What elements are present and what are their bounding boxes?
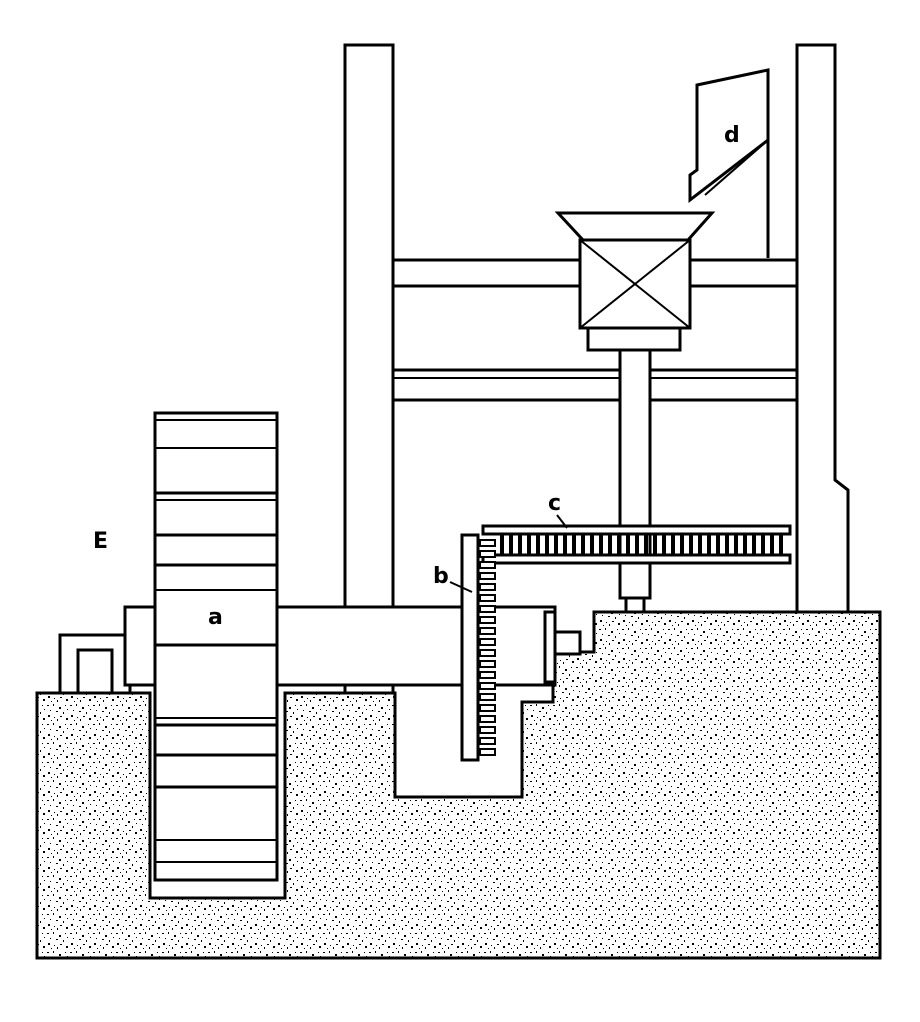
gear-tooth bbox=[479, 561, 496, 569]
label-b: b bbox=[433, 564, 449, 589]
gear-tooth bbox=[479, 649, 496, 657]
gear-tooth bbox=[608, 534, 612, 555]
gear-tooth bbox=[626, 534, 630, 555]
masonry-foundation bbox=[35, 610, 882, 960]
hopper bbox=[554, 211, 716, 352]
water-wheel-a bbox=[153, 411, 279, 882]
gear-tooth bbox=[581, 534, 585, 555]
horizontal-shaft bbox=[58, 605, 582, 695]
gear-tooth bbox=[698, 534, 702, 555]
right-post bbox=[795, 43, 850, 614]
gear-tooth bbox=[479, 583, 496, 591]
gear-tooth bbox=[770, 534, 774, 555]
gear-tooth bbox=[599, 534, 603, 555]
label-a: a bbox=[208, 605, 223, 630]
gear-tooth bbox=[554, 534, 558, 555]
left-post bbox=[343, 43, 395, 697]
gear-tooth bbox=[662, 534, 666, 555]
gear-tooth bbox=[545, 534, 549, 555]
gear-tooth bbox=[479, 638, 496, 646]
gear-tooth bbox=[500, 534, 504, 555]
crown-gear-c bbox=[481, 524, 792, 565]
gear-tooth bbox=[761, 534, 765, 555]
gear-tooth bbox=[509, 534, 513, 555]
gear-tooth bbox=[479, 748, 496, 756]
lower-crossbeam bbox=[391, 368, 799, 402]
gear-tooth bbox=[479, 539, 496, 547]
gear-tooth bbox=[590, 534, 594, 555]
gear-tooth bbox=[479, 682, 496, 690]
gear-tooth bbox=[479, 616, 496, 624]
gear-tooth bbox=[527, 534, 531, 555]
gear-tooth bbox=[743, 534, 747, 555]
gear-tooth bbox=[479, 594, 496, 602]
gear-tooth bbox=[563, 534, 567, 555]
gear-tooth bbox=[479, 737, 496, 745]
gear-tooth bbox=[734, 534, 738, 555]
gear-tooth bbox=[617, 534, 621, 555]
gear-tooth bbox=[536, 534, 540, 555]
gear-tooth bbox=[680, 534, 684, 555]
gear-tooth bbox=[779, 534, 783, 555]
label-c: c bbox=[548, 491, 561, 516]
gear-tooth bbox=[572, 534, 576, 555]
gear-tooth bbox=[725, 534, 729, 555]
gear-tooth bbox=[671, 534, 675, 555]
label-E: E bbox=[93, 529, 108, 554]
gear-tooth bbox=[479, 704, 496, 712]
chute-d bbox=[688, 68, 770, 258]
gear-tooth bbox=[479, 627, 496, 635]
gear-wheel-b bbox=[460, 533, 496, 762]
gear-tooth bbox=[479, 605, 496, 613]
label-d: d bbox=[724, 123, 740, 148]
frame bbox=[343, 43, 850, 697]
gear-tooth bbox=[479, 550, 496, 558]
gear-tooth bbox=[518, 534, 522, 555]
gear-tooth bbox=[479, 671, 496, 679]
gear-tooth bbox=[752, 534, 756, 555]
gear-tooth bbox=[644, 534, 648, 555]
gear-tooth bbox=[479, 715, 496, 723]
gear-tooth bbox=[716, 534, 720, 555]
gear-tooth bbox=[707, 534, 711, 555]
gear-tooth bbox=[479, 572, 496, 580]
gear-tooth bbox=[479, 660, 496, 668]
gear-tooth bbox=[689, 534, 693, 555]
gear-tooth bbox=[479, 693, 496, 701]
gear-tooth bbox=[479, 726, 496, 734]
gear-tooth bbox=[635, 534, 639, 555]
gear-tooth bbox=[653, 534, 657, 555]
